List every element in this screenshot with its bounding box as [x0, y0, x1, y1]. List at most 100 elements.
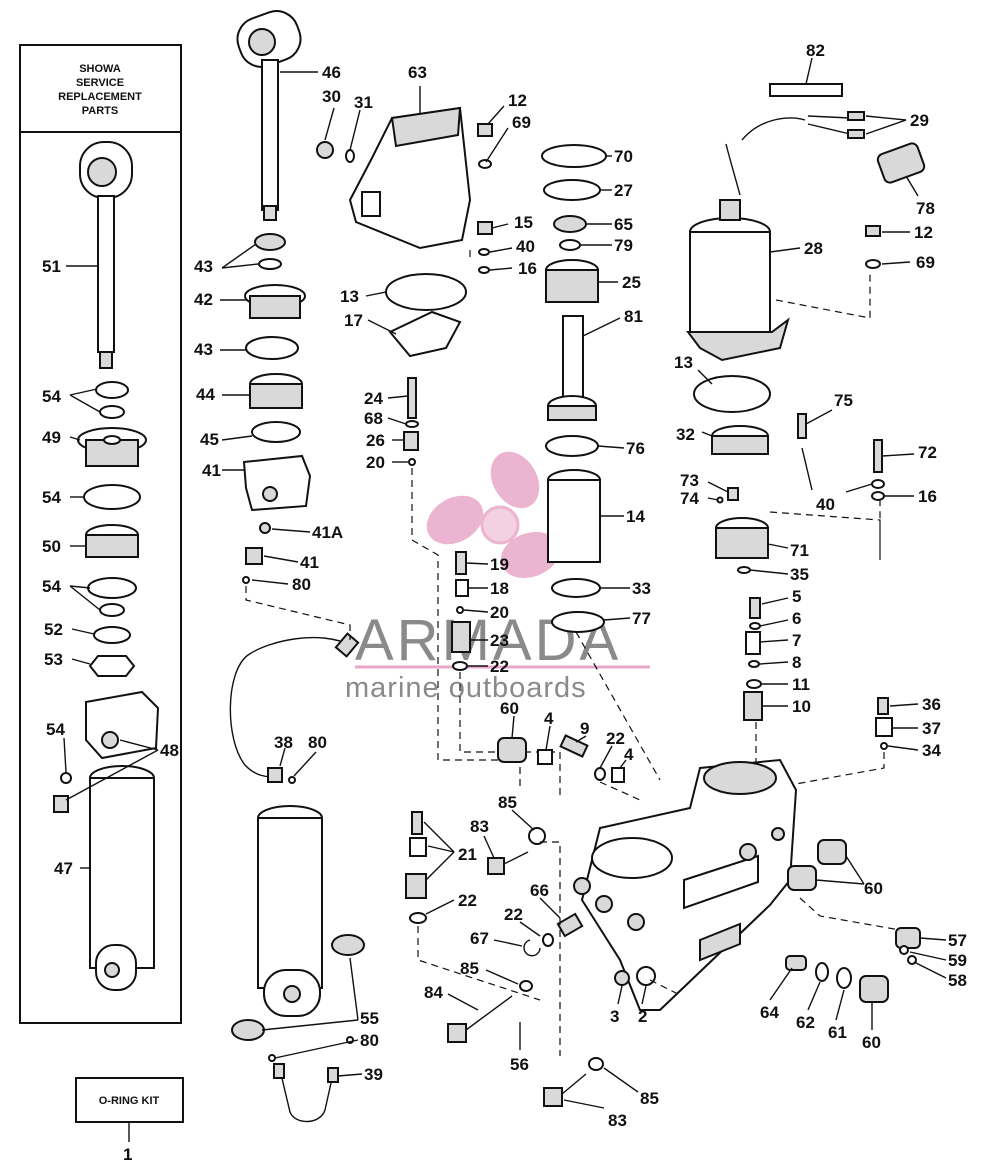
- part-71-valve-block: [715, 517, 769, 559]
- part-40-washer: [478, 248, 490, 256]
- callout-81: 81: [624, 307, 643, 326]
- callout-85-c: 85: [640, 1089, 659, 1108]
- part-41-head: [242, 454, 312, 512]
- part-28-motor: [686, 143, 790, 362]
- part-17-plate: [388, 310, 462, 358]
- part-73-plug: [727, 487, 739, 501]
- part-13-oring-b: [693, 375, 771, 413]
- part-81-piston: [547, 315, 597, 421]
- kit-box-line-2: SERVICE: [76, 77, 124, 89]
- part-67-clip: [523, 939, 541, 957]
- callout-52: 52: [44, 620, 63, 639]
- callout-5: 5: [792, 587, 801, 606]
- part-85-washer-a: [528, 827, 546, 845]
- part-29-wires: [741, 111, 865, 141]
- callout-10: 10: [792, 697, 811, 716]
- callout-35: 35: [790, 565, 809, 584]
- part-59-ball: [899, 945, 909, 955]
- callout-54-b: 54: [42, 488, 61, 507]
- callout-80-c: 80: [360, 1031, 379, 1050]
- tilt-cylinder-group: 46 30 31 43 42 43 44 45 41 41A 41 80 38 …: [194, 10, 383, 1123]
- part-30-screw: [316, 141, 334, 159]
- part-60-plug-c: [787, 865, 817, 891]
- callout-8: 8: [792, 653, 801, 672]
- callout-53: 53: [44, 650, 63, 669]
- part-85-washer-b: [519, 980, 533, 992]
- callout-61: 61: [828, 1023, 847, 1042]
- callout-60-b: 60: [864, 879, 883, 898]
- part-46-tilt-rod: [236, 10, 302, 221]
- part-15-screw: [477, 221, 493, 235]
- callout-46: 46: [322, 63, 341, 82]
- part-41-valve: [245, 547, 263, 565]
- showa-kit-panel: SHOWA SERVICE REPLACEMENT PARTS: [19, 44, 182, 1024]
- callout-40-b: 40: [816, 495, 835, 514]
- callout-2: 2: [638, 1007, 647, 1026]
- part-69-washer: [478, 159, 492, 169]
- callout-28: 28: [804, 239, 823, 258]
- callout-50: 50: [42, 537, 61, 556]
- part-23-valve: [451, 621, 471, 653]
- manifold-body: [573, 758, 798, 1011]
- callout-83-a: 83: [470, 817, 489, 836]
- part-60-plug-a: [497, 737, 527, 763]
- part-55-cylinder: [231, 805, 365, 1041]
- callout-85-a: 85: [498, 793, 517, 812]
- part-14-sleeve: [547, 469, 601, 563]
- part-12-screw: [477, 123, 493, 137]
- callout-6: 6: [792, 609, 801, 628]
- callout-73: 73: [680, 471, 699, 490]
- part-4-spring-b: [611, 767, 625, 783]
- callout-55: 55: [360, 1009, 379, 1028]
- part-50-piston: [85, 524, 139, 558]
- callout-22-d: 22: [504, 905, 523, 924]
- kit-box-line-1: SHOWA: [79, 63, 121, 75]
- callout-32: 32: [676, 425, 695, 444]
- part-85-washer-c: [588, 1057, 604, 1071]
- callout-29: 29: [910, 111, 929, 130]
- callout-43-b: 43: [194, 340, 213, 359]
- part-39-tube: [279, 1069, 334, 1123]
- part-57-plug: [895, 927, 921, 949]
- callout-15: 15: [514, 213, 533, 232]
- oring-kit: O-RING KIT 1: [75, 1077, 184, 1164]
- part-80-oring-b: [288, 776, 296, 784]
- callout-36: 36: [922, 695, 941, 714]
- callout-54-d: 54: [46, 720, 65, 739]
- part-52-washer: [93, 626, 131, 644]
- part-44-piston: [249, 373, 303, 409]
- callout-60-c: 60: [862, 1033, 881, 1052]
- callout-22-b: 22: [606, 729, 625, 748]
- part-62-oring: [815, 962, 829, 982]
- callout-7: 7: [792, 631, 801, 650]
- callout-70: 70: [614, 147, 633, 166]
- callout-56: 56: [510, 1055, 529, 1074]
- part-54-small-oring: [60, 772, 72, 784]
- part-80-oring: [242, 576, 250, 584]
- part-40-washer-b: [871, 479, 885, 489]
- part-49-cap: [77, 427, 147, 467]
- oring-kit-label: O-RING KIT: [99, 1095, 160, 1107]
- part-36-spring: [877, 697, 889, 715]
- part-78-connector: [876, 142, 926, 184]
- part-54-seal: [95, 381, 129, 399]
- part-56-pin: [517, 946, 613, 1024]
- part-9-valve: [559, 734, 589, 758]
- part-41A-ball: [259, 522, 271, 534]
- callout-65: 65: [614, 215, 633, 234]
- part-22-oring-d: [542, 933, 554, 947]
- callout-69-a: 69: [512, 113, 531, 132]
- part-47-cylinder: [89, 765, 155, 991]
- callout-82: 82: [806, 41, 825, 60]
- callout-68: 68: [364, 409, 383, 428]
- callout-11: 11: [792, 675, 810, 694]
- callout-12-b: 12: [914, 223, 933, 242]
- part-54-oring-c: [87, 577, 137, 599]
- callout-85-b: 85: [460, 959, 479, 978]
- callout-76: 76: [626, 439, 645, 458]
- callout-22-c: 22: [458, 891, 477, 910]
- callout-1: 1: [123, 1145, 132, 1163]
- callout-22-a: 22: [490, 657, 509, 676]
- kit-box-line-3: REPLACEMENT: [58, 91, 142, 103]
